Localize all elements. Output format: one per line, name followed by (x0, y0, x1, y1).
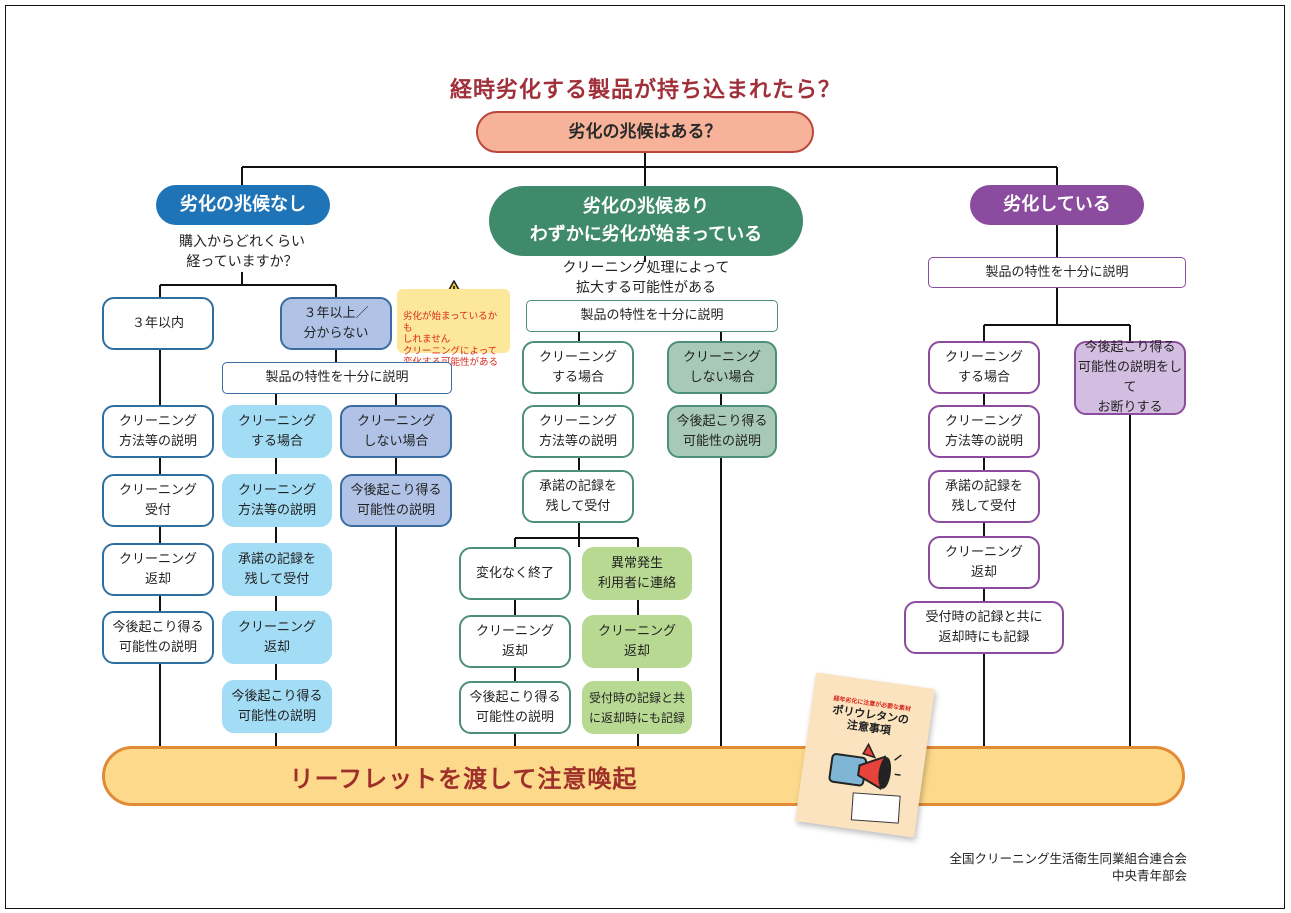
megaphone-icon (828, 742, 902, 791)
within3-step-4: 今後起こり得る 可能性の説明 (102, 611, 214, 664)
organization-credit: 全国クリーニング生活衛生同業組合連合会 中央青年部会 (949, 851, 1187, 883)
within3-step-3: クリーニング 返却 (102, 543, 214, 596)
signs-ng-result: 異常発生 利用者に連絡 (582, 547, 692, 600)
within3-step-2: クリーニング 受付 (102, 474, 214, 527)
category-degraded: 劣化している (970, 185, 1144, 225)
degraded-explain: 製品の特性を十分に説明 (928, 257, 1186, 288)
signs-noclean-case: クリーニング しない場合 (667, 341, 777, 394)
signs-ng-step-2: 受付時の記録と共 に返却時にも記録 (582, 681, 692, 734)
signs-clean-step-2: 承諾の記録を 残して受付 (522, 470, 634, 523)
over3-noclean-step-1: 今後起こり得る 可能性の説明 (340, 474, 452, 527)
degraded-refuse: 今後起こり得る 可能性の説明をして お断りする (1074, 340, 1186, 415)
leaflet-banner: リーフレットを渡して注意喚起 (102, 746, 1185, 806)
elapsed-question: 購入からどれくらい 経っていますか？ (179, 234, 305, 270)
degraded-clean-step-4: 受付時の記録と共に 返却時にも記録 (904, 601, 1064, 654)
degraded-clean-step-3: クリーニング 返却 (928, 536, 1040, 589)
explain-characteristics: 製品の特性を十分に説明 (222, 362, 452, 394)
page-frame (5, 5, 1285, 909)
signs-clean-case: クリーニング する場合 (522, 341, 634, 394)
category-signs: 劣化の兆候あり わずかに劣化が始まっている (489, 186, 803, 256)
signs-noclean-step-1: 今後起こり得る 可能性の説明 (667, 405, 777, 458)
over-3-years: ３年以上／ 分からない (280, 297, 392, 350)
warning-note: 劣化が始まっているかも しれません クリーニングによって 変化する可能性がある (397, 289, 510, 368)
signs-clean-step-1: クリーニング 方法等の説明 (522, 405, 634, 458)
leaflet-banner-text: リーフレットを渡して注意喚起 (289, 764, 638, 793)
over3-noclean-case: クリーニング しない場合 (340, 405, 452, 458)
within3-step-1: クリーニング 方法等の説明 (102, 405, 214, 458)
category-no-signs: 劣化の兆候なし (156, 185, 330, 225)
signs-ng-step-1: クリーニング 返却 (582, 615, 692, 668)
within-3-years: ３年以内 (102, 297, 214, 350)
page-title: 経時劣化する製品が持ち込まれたら？ (449, 78, 841, 103)
degraded-clean-step-1: クリーニング 方法等の説明 (928, 405, 1040, 458)
degraded-clean-case: クリーニング する場合 (928, 341, 1040, 394)
leaflet-card (850, 792, 901, 824)
over3-clean-step-2: 承諾の記録を 残して受付 (222, 543, 332, 596)
signs-ok-step-1: クリーニング 返却 (459, 615, 571, 668)
degraded-clean-step-2: 承諾の記録を 残して受付 (928, 470, 1040, 523)
signs-ok-step-2: 今後起こり得る 可能性の説明 (459, 681, 571, 734)
signs-explain: 製品の特性を十分に説明 (526, 300, 778, 332)
over3-clean-step-1: クリーニング 方法等の説明 (222, 474, 332, 527)
over3-clean-step-3: クリーニング 返却 (222, 611, 332, 664)
signs-ok-result: 変化なく終了 (459, 547, 571, 600)
over3-clean-step-4: 今後起こり得る 可能性の説明 (222, 680, 332, 733)
over3-clean-case: クリーニング する場合 (222, 405, 332, 458)
leaflet-image: 経年劣化に注意が必要な素材 ポリウレタンの 注意事項 (795, 672, 935, 838)
signs-note: クリーニング処理によって 拡大する可能性がある (562, 260, 730, 296)
question-pill: 劣化の兆候はある？ (476, 111, 814, 153)
